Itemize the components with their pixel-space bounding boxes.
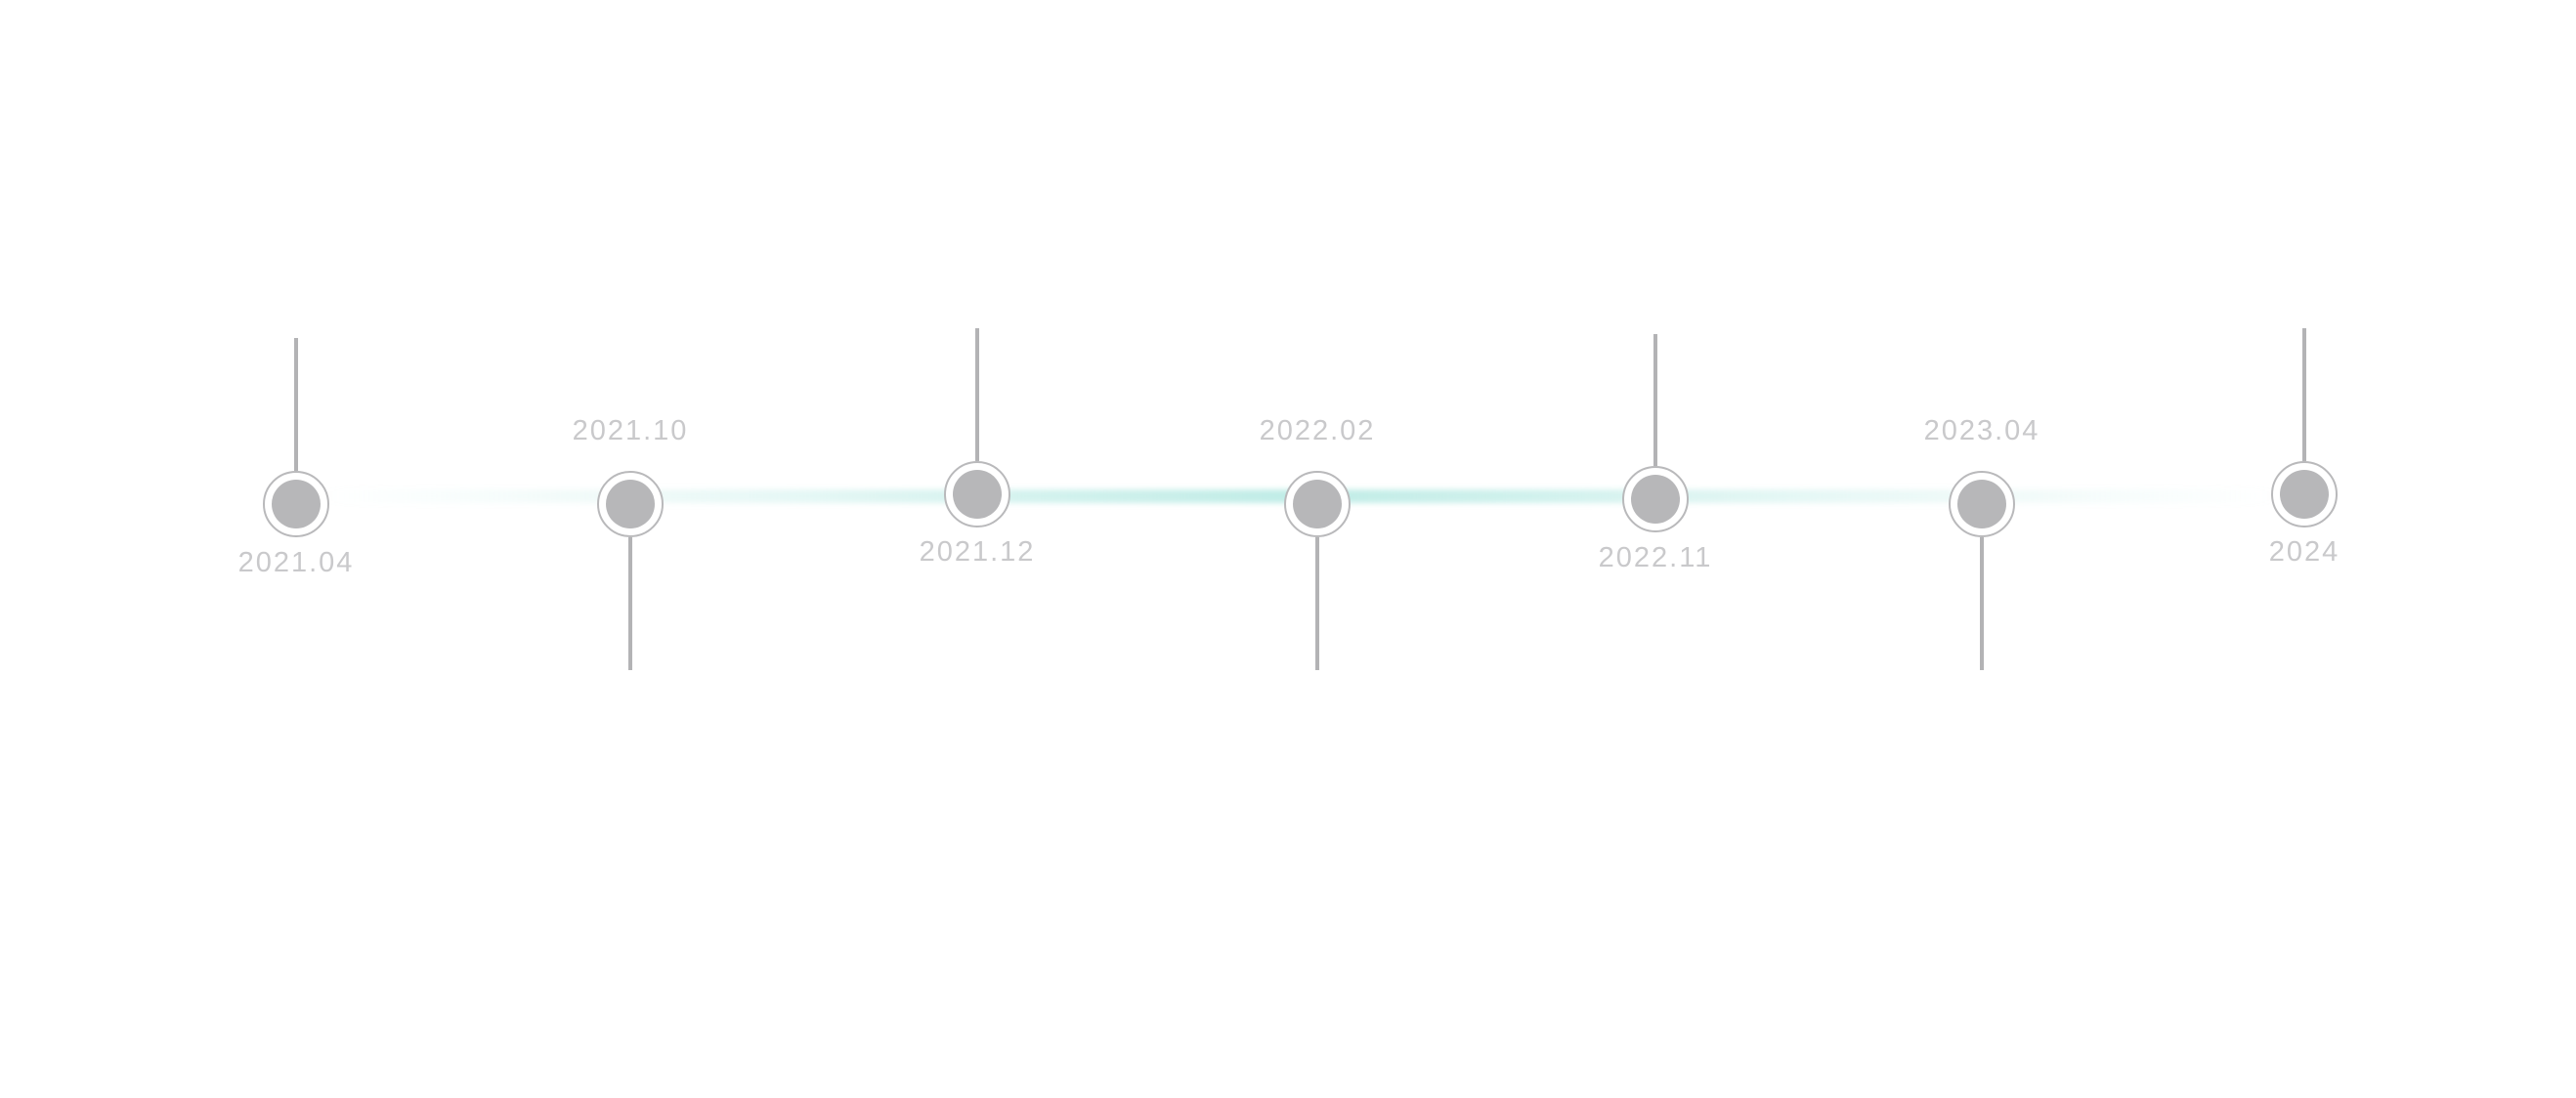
milestone-date-label: 2024 bbox=[2269, 536, 2340, 568]
milestone-date-label: 2021.04 bbox=[238, 547, 355, 578]
milestone-date-label: 2021.12 bbox=[920, 536, 1036, 568]
milestone: 2021.10 bbox=[573, 415, 689, 670]
milestone-dot bbox=[606, 480, 655, 528]
milestone-dot bbox=[1631, 475, 1680, 524]
milestones: 2021.04 2021.10 2021.12 2022.02 2022.11 2023.… bbox=[238, 328, 2340, 670]
milestone: 2023.04 bbox=[1924, 415, 2040, 670]
milestone: 2022.11 bbox=[1599, 334, 1713, 573]
milestone-dot bbox=[272, 480, 321, 528]
milestone-date-label: 2022.11 bbox=[1599, 542, 1713, 573]
milestone-dot bbox=[2280, 470, 2329, 519]
milestone-dot bbox=[1957, 480, 2006, 528]
milestone: 2021.12 bbox=[920, 328, 1036, 568]
milestone-dot bbox=[1293, 480, 1342, 528]
milestone-date-label: 2023.04 bbox=[1924, 415, 2040, 446]
milestone: 2021.04 bbox=[238, 338, 355, 578]
milestone-dot bbox=[953, 470, 1002, 519]
milestone: 2022.02 bbox=[1260, 415, 1376, 670]
milestone: 2024 bbox=[2269, 328, 2340, 568]
milestone-date-label: 2022.02 bbox=[1260, 415, 1376, 446]
milestone-date-label: 2021.10 bbox=[573, 415, 689, 446]
